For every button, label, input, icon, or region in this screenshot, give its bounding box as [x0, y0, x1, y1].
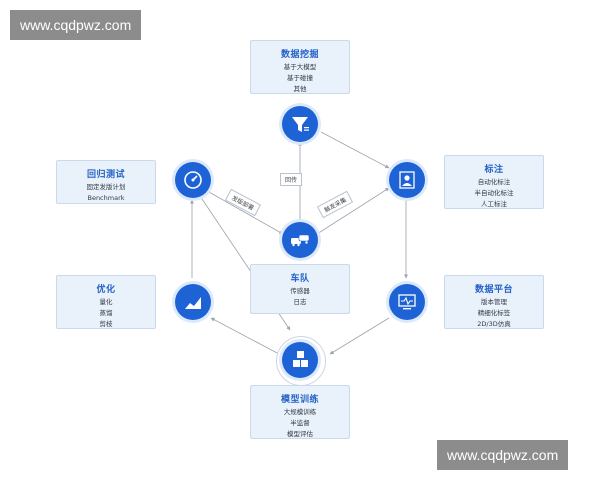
node-regression-test: [175, 162, 211, 198]
edge-label-upload: 回传: [280, 173, 303, 186]
card-line: 2D/3D仿真: [477, 320, 511, 328]
card-title: 数据平台: [474, 285, 513, 295]
edge-training-to-optimization: [210, 317, 280, 355]
card-title: 标注: [484, 165, 504, 175]
card-line: 量化: [99, 298, 113, 306]
node-fleet: [282, 222, 318, 258]
card-line: 精细化标签: [477, 309, 511, 317]
card-line: 版本管理: [481, 298, 507, 306]
card-line: 蒸馏: [99, 309, 113, 317]
card-data-platform: 数据平台 版本管理 精细化标签 2D/3D仿真: [444, 275, 544, 329]
edge-mining-to-annotation: [320, 131, 390, 169]
gauge-icon: [184, 171, 202, 189]
card-fleet: 车队 传感器 日志: [250, 264, 350, 314]
node-annotation: [389, 162, 425, 198]
card-data-mining: 数据挖掘 基于大模型 基于碰撞 其他: [250, 40, 350, 94]
card-line: 自动化标注: [477, 178, 511, 186]
card-line: 日志: [293, 298, 307, 306]
edge-fleet-to-annotation: [316, 187, 390, 235]
card-title: 车队: [290, 274, 310, 284]
node-data-mining: [282, 106, 318, 142]
edge-platform-to-training: [329, 317, 390, 355]
card-model-training: 模型训练 大规模训练 半监督 模型评估: [250, 385, 350, 439]
card-line: 半监督: [290, 419, 310, 427]
node-model-training: [282, 342, 318, 378]
card-title: 数据挖掘: [280, 50, 319, 60]
chart-icon: [185, 297, 201, 309]
card-line: 传感器: [290, 287, 310, 295]
card-line: 固定发版计划: [86, 183, 126, 191]
card-line: 其他: [293, 85, 307, 93]
edge-regression-to-fleet: [208, 191, 284, 235]
card-line: Benchmark: [87, 194, 125, 202]
monitor-icon: [398, 294, 416, 310]
card-title: 模型训练: [280, 395, 319, 405]
watermark-bottom: www.cqdpwz.com: [437, 440, 569, 470]
card-line: 基于碰撞: [287, 74, 313, 82]
card-line: 半自动化标注: [474, 189, 514, 197]
card-line: 剪枝: [99, 320, 113, 328]
node-optimization: [175, 284, 211, 320]
card-line: 模型评估: [287, 430, 313, 438]
watermark-top: www.cqdpwz.com: [10, 10, 142, 40]
card-regression-test: 回归测试 固定发版计划 Benchmark: [56, 160, 156, 204]
card-line: 人工标注: [481, 200, 507, 208]
card-line: 基于大模型: [283, 63, 317, 71]
person-frame-icon: [399, 171, 415, 189]
card-annotation: 标注 自动化标注 半自动化标注 人工标注: [444, 155, 544, 209]
cars-icon: [291, 234, 310, 247]
card-line: 大规模训练: [283, 408, 317, 416]
card-optimization: 优化 量化 蒸馏 剪枝: [56, 275, 156, 329]
card-title: 优化: [96, 285, 116, 295]
funnel-icon: [292, 117, 309, 132]
cubes-icon: [293, 351, 308, 367]
node-data-platform: [389, 284, 425, 320]
card-title: 回归测试: [86, 170, 125, 180]
